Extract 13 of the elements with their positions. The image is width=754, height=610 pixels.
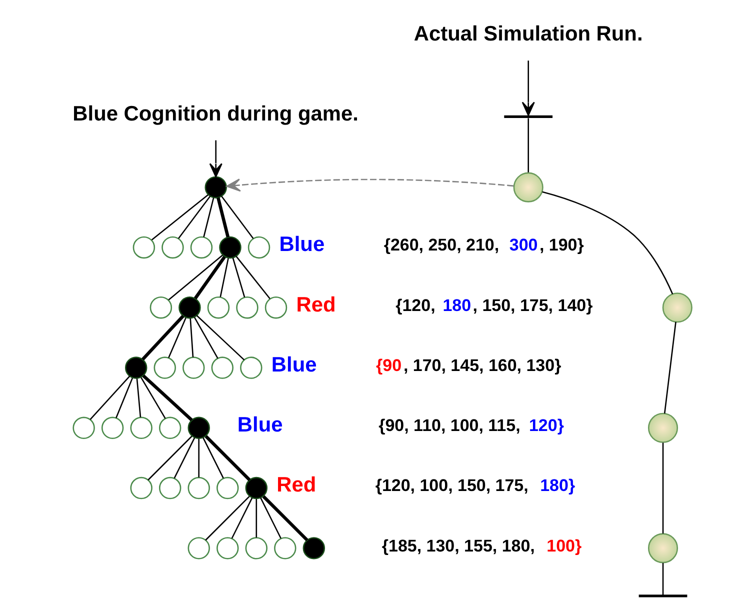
node-text: Actual Simulation Run. bbox=[414, 22, 643, 46]
node-label: Red bbox=[276, 474, 316, 497]
label: {260, 250, 210, 300, 190} bbox=[384, 236, 584, 255]
label: {120, 100, 150, 175, 180} bbox=[375, 476, 576, 496]
label: {90, 110, 100, 115, 120} bbox=[378, 416, 564, 436]
node-label: Red bbox=[296, 293, 336, 316]
label: {120, 180, 150, 175, 140} bbox=[396, 296, 593, 315]
node-label: Blue bbox=[271, 353, 317, 376]
node-label: Blue bbox=[279, 233, 325, 256]
node-text: Blue Cognition during game. bbox=[72, 102, 358, 126]
node-label: Blue bbox=[237, 414, 283, 437]
label: {90, 170, 145, 160, 130} bbox=[376, 356, 562, 375]
label: {185, 130, 155, 180, 100} bbox=[382, 536, 582, 556]
